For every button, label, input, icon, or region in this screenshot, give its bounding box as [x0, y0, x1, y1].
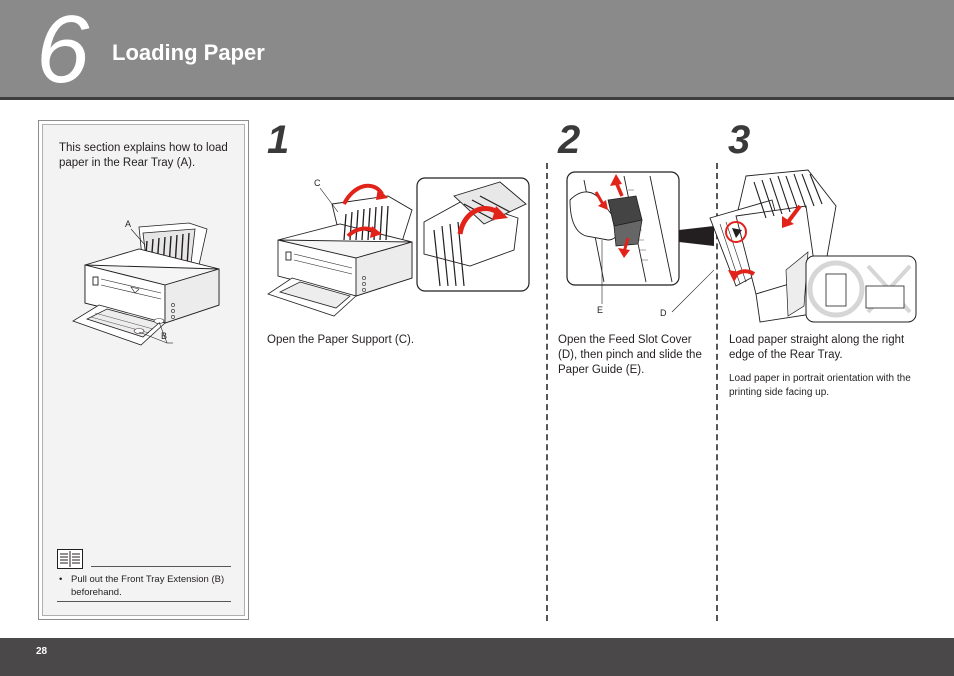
printer-rear-tray-illustration: A B	[72, 219, 220, 346]
note-rule-bottom	[57, 601, 231, 602]
callout-a: A	[125, 219, 131, 229]
step-2-illustration: E D	[566, 171, 714, 318]
callout-b: B	[161, 331, 167, 341]
step-3-illustration	[709, 169, 917, 323]
page-footer: 28	[0, 638, 954, 676]
chapter-number: 6	[36, 0, 89, 103]
intro-text: This section explains how to load paper …	[59, 142, 228, 169]
book-icon	[57, 549, 83, 569]
step-3-number: 3	[728, 118, 751, 162]
note-text: Pull out the Front Tray Extension (B) be…	[71, 574, 225, 598]
page-title: Loading Paper	[112, 40, 265, 65]
step-3-text: Load paper straight along the right edge…	[729, 334, 905, 361]
callout-e: E	[597, 305, 603, 315]
step-3-subtext: Load paper in portrait orientation with …	[729, 373, 911, 398]
callout-d: D	[660, 308, 667, 318]
step-2-text: Open the Feed Slot Cover (D), then pinch…	[558, 334, 702, 376]
step-1-text: Open the Paper Support (C).	[267, 334, 415, 346]
intro-sidebar-panel: This section explains how to load paper …	[42, 124, 245, 616]
step-2-number: 2	[558, 118, 581, 162]
note: • Pull out the Front Tray Extension (B) …	[59, 573, 233, 599]
step-divider-1	[546, 163, 548, 621]
page-header: 6 Loading Paper	[0, 0, 954, 103]
intro-sidebar: This section explains how to load paper …	[38, 120, 249, 620]
step-divider-2	[716, 163, 718, 621]
callout-c: C	[314, 178, 321, 188]
step-1-number: 1	[267, 118, 290, 162]
note-bullet: •	[59, 574, 63, 585]
note-rule-top	[91, 566, 231, 567]
header-divider	[0, 97, 954, 100]
step-1-illustration: C	[267, 177, 530, 317]
page-number: 28	[36, 646, 48, 657]
